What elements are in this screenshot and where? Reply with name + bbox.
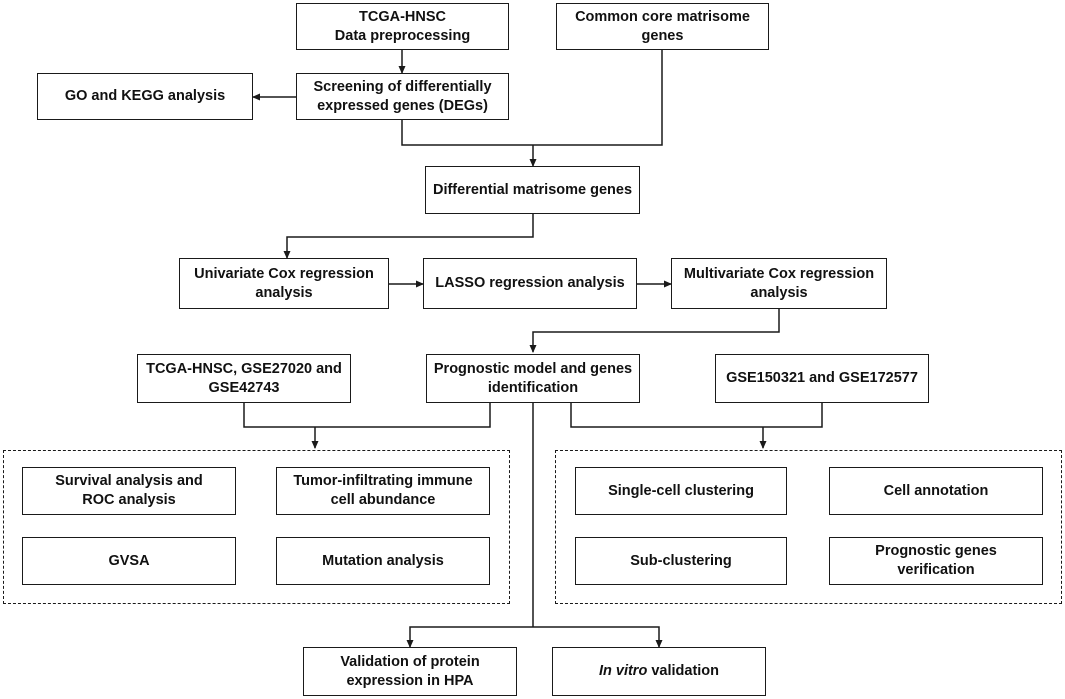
tcga-preprocessing-line-2: Data preprocessing xyxy=(334,27,471,44)
arrow-to-in-vitro-validation xyxy=(533,626,663,648)
line-gse-sc-to-right-group xyxy=(763,403,823,428)
gse-single-cell-line-1: GSE150321 and GSE172577 xyxy=(726,370,918,386)
mutation-analysis-box: Mutation analysis xyxy=(276,537,490,585)
right-analysis-group xyxy=(555,450,1062,604)
survival-roc-box: Survival analysis and ROC analysis xyxy=(22,467,236,515)
in-vitro-rest-text: validation xyxy=(647,663,720,679)
prognostic-verification-line-1: Prognostic genes xyxy=(875,543,997,559)
immune-abundance-line-1: Tumor-infiltrating immune xyxy=(293,473,473,489)
line-tcga-gse-to-left-group xyxy=(243,403,315,428)
screening-degs-line-2: expressed genes (DEGs) xyxy=(317,97,488,114)
tcga-gse-cohorts-line-2: GSE42743 xyxy=(208,379,280,396)
gse-single-cell-box: GSE150321 and GSE172577 xyxy=(715,354,929,403)
univariate-cox-line-1: Univariate Cox regression xyxy=(194,265,374,282)
differential-matrisome-line-1: Differential matrisome genes xyxy=(432,181,633,198)
tcga-gse-cohorts-line-1: TCGA-HNSC, GSE27020 and xyxy=(146,360,342,377)
tcga-preprocessing-box: TCGA-HNSC Data preprocessing xyxy=(296,3,509,50)
immune-abundance-line-2: cell abundance xyxy=(330,492,436,508)
sub-clustering-box: Sub-clustering xyxy=(575,537,787,585)
gvsa-line-1: GVSA xyxy=(108,552,150,569)
line-screening-to-merge xyxy=(401,120,533,146)
prognostic-model-box: Prognostic model and genes identificatio… xyxy=(426,354,640,403)
go-kegg-box: GO and KEGG analysis xyxy=(37,73,253,120)
survival-roc-line-1: Survival analysis and xyxy=(55,473,203,489)
differential-matrisome-box: Differential matrisome genes xyxy=(425,166,640,214)
in-vitro-italic-text: In vitro xyxy=(598,663,648,679)
immune-abundance-box: Tumor-infiltrating immune cell abundance xyxy=(276,467,490,515)
cell-annotation-line-1: Cell annotation xyxy=(883,482,989,499)
multivariate-cox-line-1: Multivariate Cox regression xyxy=(683,265,875,282)
lasso-regression-box: LASSO regression analysis xyxy=(423,258,637,309)
prognostic-verification-box: Prognostic genes verification xyxy=(829,537,1043,585)
mutation-analysis-line-1: Mutation analysis xyxy=(322,552,444,569)
arrow-multivariate-to-prognostic xyxy=(529,309,780,353)
screening-degs-box: Screening of differentially expressed ge… xyxy=(296,73,509,120)
gvsa-box: GVSA xyxy=(22,537,236,585)
line-prognostic-to-left-group xyxy=(315,403,491,428)
core-matrisome-box: Common core matrisome genes xyxy=(556,3,769,50)
sub-clustering-line-1: Sub-clustering xyxy=(630,552,732,569)
single-cell-clustering-box: Single-cell clustering xyxy=(575,467,787,515)
line-prognostic-to-right-group xyxy=(570,403,763,428)
core-matrisome-line-2: genes xyxy=(641,27,684,44)
arrow-to-hpa-validation xyxy=(406,626,533,648)
screening-degs-line-1: Screening of differentially xyxy=(313,78,492,95)
prognostic-model-line-1: Prognostic model and genes xyxy=(433,360,633,377)
univariate-cox-box: Univariate Cox regression analysis xyxy=(179,258,389,309)
line-core-matrisome-to-merge xyxy=(533,50,663,146)
tcga-gse-cohorts-box: TCGA-HNSC, GSE27020 and GSE42743 xyxy=(137,354,351,403)
prognostic-verification-line-2: verification xyxy=(897,562,975,578)
single-cell-clustering-line-1: Single-cell clustering xyxy=(608,482,754,499)
cell-annotation-box: Cell annotation xyxy=(829,467,1043,515)
in-vitro-validation-label: In vitro validation xyxy=(599,662,719,681)
arrow-differential-to-univariate xyxy=(283,214,534,259)
in-vitro-validation-box: In vitro validation xyxy=(552,647,766,696)
univariate-cox-line-2: analysis xyxy=(255,284,313,301)
hpa-validation-line-2: expression in HPA xyxy=(346,672,474,689)
core-matrisome-line-1: Common core matrisome xyxy=(575,8,750,25)
multivariate-cox-box: Multivariate Cox regression analysis xyxy=(671,258,887,309)
multivariate-cox-line-2: analysis xyxy=(750,284,808,301)
tcga-preprocessing-line-1: TCGA-HNSC xyxy=(359,8,446,25)
go-kegg-line-1: GO and KEGG analysis xyxy=(64,88,226,104)
hpa-validation-box: Validation of protein expression in HPA xyxy=(303,647,517,696)
left-analysis-group xyxy=(3,450,510,604)
lasso-regression-line-1: LASSO regression analysis xyxy=(435,275,625,291)
survival-roc-line-2: ROC analysis xyxy=(82,492,176,508)
hpa-validation-line-1: Validation of protein xyxy=(340,653,480,670)
prognostic-model-line-2: identification xyxy=(487,379,579,396)
